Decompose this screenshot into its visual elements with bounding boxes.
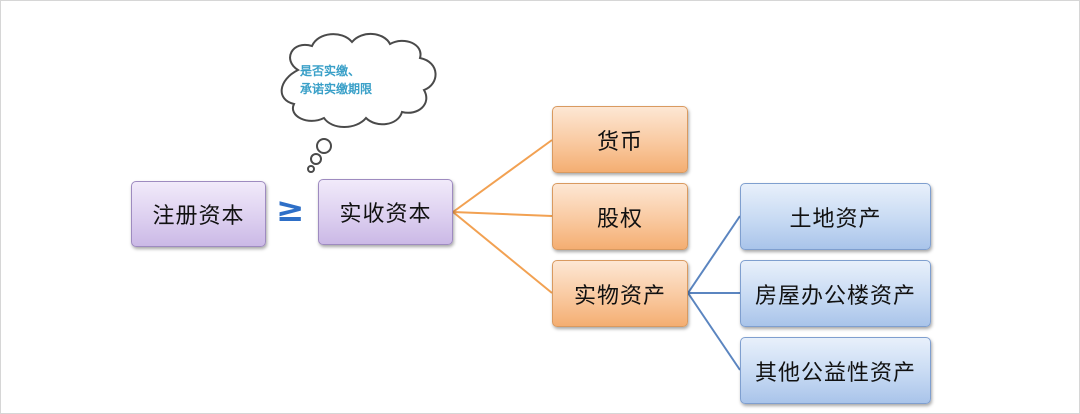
registered-capital-box: 注册资本 [131, 181, 266, 247]
equity-box: 股权 [552, 183, 688, 250]
paid-in-capital-box: 实收资本 [318, 179, 453, 245]
connector-to-cash [452, 139, 553, 213]
connector-to-public [687, 292, 741, 371]
land-assets-box: 土地资产 [740, 183, 931, 250]
cash-box: 货币 [552, 106, 688, 173]
connector-to-land [687, 215, 741, 294]
thought-bubble-text: 是否实缴、 承诺实缴期限 [300, 62, 440, 98]
connector-to-equity [452, 211, 553, 217]
connector-to-physical [452, 211, 553, 294]
thought-bubble-cloud [280, 33, 437, 128]
thought-bubble-line-1: 是否实缴、 [300, 64, 361, 78]
thought-bubble-dot-medium [310, 153, 322, 165]
greater-equal-symbol: ≥ [276, 190, 305, 230]
office-building-assets-box: 房屋办公楼资产 [740, 260, 931, 327]
thought-bubble-dot-small [307, 165, 315, 173]
public-welfare-assets-box: 其他公益性资产 [740, 337, 931, 404]
physical-assets-box: 实物资产 [552, 260, 688, 327]
thought-bubble-dot-large [316, 138, 332, 154]
thought-bubble-line-2: 承诺实缴期限 [300, 82, 373, 96]
thought-bubble [280, 33, 437, 173]
